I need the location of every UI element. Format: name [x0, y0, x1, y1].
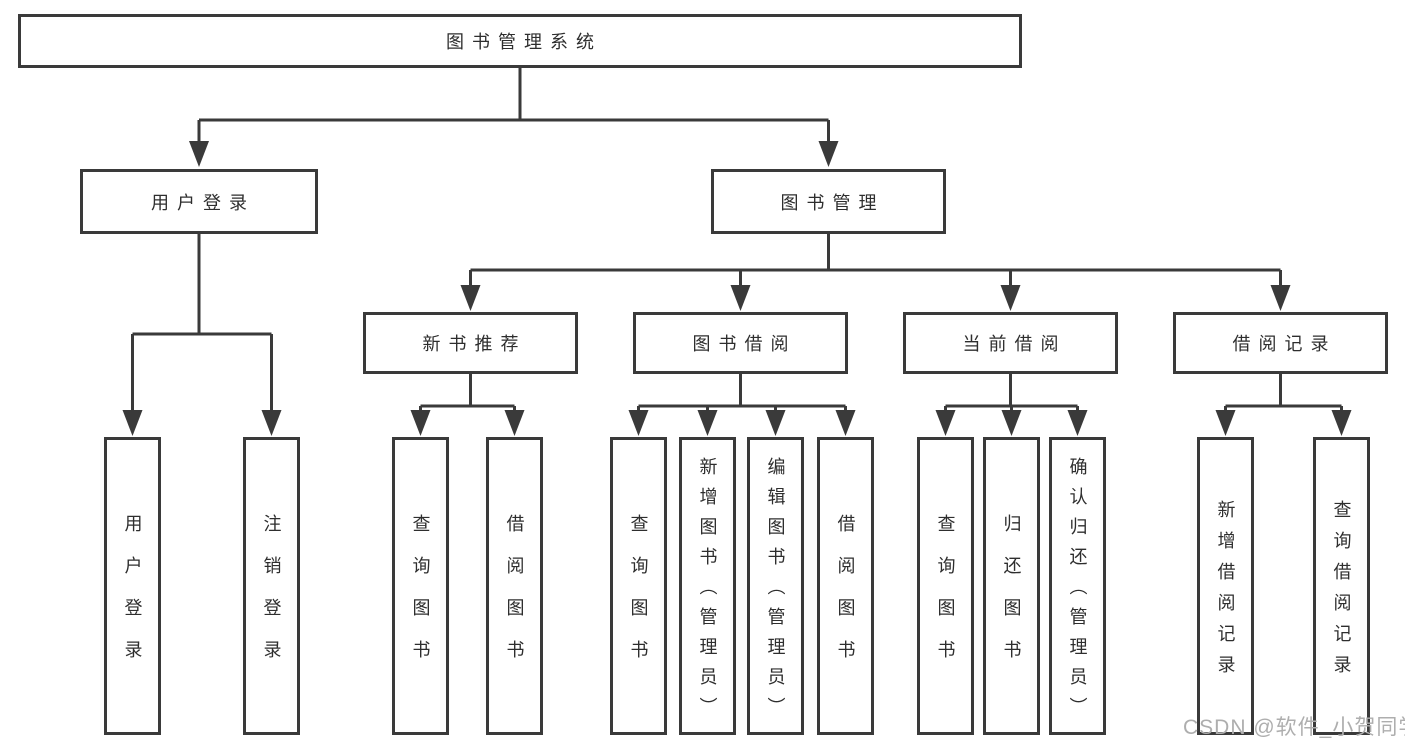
arrow-down-icon	[1000, 285, 1021, 311]
connector-book-mgmt-to-level3	[460, 234, 1291, 311]
node-root: 图书管理系统	[18, 14, 1022, 68]
arrow-down-icon	[1270, 285, 1291, 311]
node-book-management: 图书管理	[711, 169, 946, 234]
leaf-br-add-record: 新增借阅记录	[1197, 437, 1254, 735]
node-user-login-label: 用户登录	[151, 192, 255, 213]
arrow-down-icon	[1001, 410, 1022, 436]
arrow-down-icon	[1215, 410, 1236, 436]
leaf-nbr-borrow-books: 借阅图书	[486, 437, 543, 735]
arrow-down-icon	[935, 410, 956, 436]
node-book-borrowing-label: 图书借阅	[692, 334, 797, 354]
leaf-user-login: 用户登录	[104, 437, 161, 735]
arrow-down-icon	[765, 410, 786, 436]
arrow-down-icon	[410, 410, 431, 436]
connector-current-borrow-children	[935, 374, 1088, 436]
connector-user-login-children	[122, 234, 282, 436]
node-book-borrowing: 图书借阅	[633, 312, 848, 374]
connector-root-to-level2	[189, 68, 839, 167]
node-borrow-records-label: 借阅记录	[1232, 334, 1337, 354]
node-borrow-records: 借阅记录	[1173, 312, 1388, 374]
leaf-cb-query-books: 查询图书	[917, 437, 974, 735]
arrow-down-icon	[122, 410, 143, 436]
leaf-nbr-query-books: 查询图书	[392, 437, 449, 735]
arrow-down-icon	[504, 410, 525, 436]
arrow-down-icon	[730, 285, 751, 311]
leaf-bb-add-books-admin: 新增图书（管理员）	[679, 437, 736, 735]
arrow-down-icon	[1067, 410, 1088, 436]
node-new-book-recommend-label: 新书推荐	[422, 334, 527, 354]
arrow-down-icon	[697, 410, 718, 436]
leaf-bb-query-books: 查询图书	[610, 437, 667, 735]
node-new-book-recommend: 新书推荐	[363, 312, 578, 374]
leaf-cb-return-books: 归还图书	[983, 437, 1040, 735]
node-current-borrowing: 当前借阅	[903, 312, 1118, 374]
arrow-down-icon	[835, 410, 856, 436]
arrow-down-icon	[818, 141, 839, 167]
csdn-watermark: CSDN @软件_小贺同学	[1183, 716, 1405, 739]
leaf-logout: 注销登录	[243, 437, 300, 735]
arrow-down-icon	[189, 141, 209, 167]
node-user-login: 用户登录	[80, 169, 318, 234]
node-current-borrowing-label: 当前借阅	[962, 334, 1067, 354]
connector-new-book-children	[410, 374, 525, 436]
node-book-management-label: 图书管理	[780, 192, 885, 213]
leaf-br-query-record: 查询借阅记录	[1313, 437, 1370, 735]
leaf-bb-borrow-books: 借阅图书	[817, 437, 874, 735]
connector-book-borrow-children	[628, 374, 856, 436]
arrow-down-icon	[460, 285, 481, 311]
leaf-cb-confirm-return-admin: 确认归还（管理员）	[1049, 437, 1106, 735]
arrow-down-icon	[628, 410, 649, 436]
arrow-down-icon	[261, 410, 282, 436]
connector-borrow-records-children	[1215, 374, 1352, 436]
node-root-label: 图书管理系统	[446, 32, 602, 52]
leaf-bb-edit-books-admin: 编辑图书（管理员）	[747, 437, 804, 735]
arrow-down-icon	[1331, 410, 1352, 436]
